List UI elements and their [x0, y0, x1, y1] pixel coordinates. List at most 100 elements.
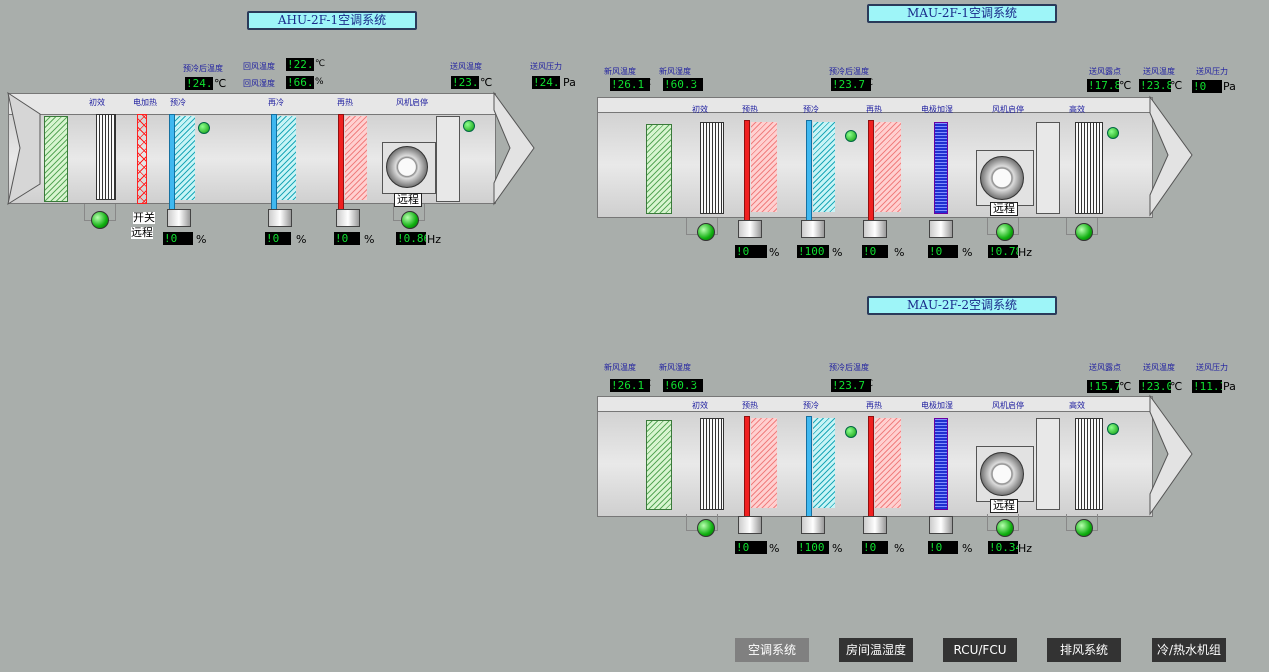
mau2-precool-temp-value: !23.7: [831, 379, 871, 392]
mau2-precool-valve[interactable]: [801, 516, 825, 534]
mau2-fresh-hum-unit: %: [693, 379, 702, 389]
mau2-duct-outlet: [1149, 394, 1193, 516]
mau1-fan-status-lamp[interactable]: [996, 223, 1014, 241]
mau2-freq-value: !0.34: [988, 541, 1018, 554]
mau2-v2-value: !100: [797, 541, 829, 554]
mau2-access-door: [1036, 418, 1060, 510]
mau2-fresh-temp-label: 新风温度: [604, 363, 636, 372]
mau2-fresh-temp-value: !26.1: [610, 379, 650, 392]
ahu-recool-valve[interactable]: [268, 209, 292, 227]
ahu-supply-pres-value: !24.4: [532, 76, 560, 89]
mau2-v4-value: !0: [928, 541, 958, 554]
mau1-fresh-hum-unit: %: [693, 78, 702, 88]
ahu-supply-temp-unit: ℃: [480, 76, 493, 89]
mau1-fresh-temp-label: 新风温度: [604, 67, 636, 76]
ahu-valve2-value: !0: [265, 232, 291, 245]
mau2-precool-temp-unit: ℃: [863, 379, 874, 389]
mau2-humidifier: [934, 418, 948, 510]
mau1-supply-temp-value: !23.8: [1139, 79, 1171, 92]
mau1-humid-valve[interactable]: [929, 220, 953, 238]
mau1-preheat-valve[interactable]: [738, 220, 762, 238]
mau1-supply-pres-label: 送风压力: [1196, 67, 1228, 76]
fan-icon: [980, 156, 1024, 200]
mau1-v3-value: !0: [862, 245, 888, 258]
mau2-reheat-valve[interactable]: [863, 516, 887, 534]
mau1-fresh-air-damper: [646, 124, 672, 214]
ahu-label-precool: 预冷: [170, 98, 186, 107]
mau2-dew-label: 送风露点: [1089, 363, 1121, 372]
nav-rcu-fcu[interactable]: RCU/FCU: [943, 638, 1017, 662]
mau1-precool-temp-unit: ℃: [863, 78, 874, 88]
ahu-supply-pres-unit: Pa: [563, 76, 576, 89]
mau1-precool-coil: [813, 122, 835, 212]
mau1-label-preheat: 预热: [742, 105, 758, 114]
ahu-electric-heater: [137, 114, 147, 204]
ahu-valve1-unit: %: [196, 233, 207, 246]
fan-icon: [980, 452, 1024, 496]
ahu-reheat-coil: [345, 116, 367, 200]
mau1-label-humid: 电极加湿: [921, 105, 953, 114]
ahu-valve1-value: !0: [163, 232, 193, 245]
mau2-high-filter-lamp[interactable]: [1075, 519, 1093, 537]
nav-chiller-boiler[interactable]: 冷/热水机组: [1152, 638, 1226, 662]
ahu-recool-pipe: [271, 114, 277, 216]
ahu-fresh-damper-status-lamp[interactable]: [91, 211, 109, 229]
mau1-label-fan: 风机启停: [992, 105, 1024, 114]
ahu-freq-unit: Hz: [427, 233, 442, 246]
mau2-reheat-coil: [875, 418, 901, 508]
mau1-v1-value: !0: [735, 245, 767, 258]
mau2-v4-unit: %: [962, 542, 973, 555]
mau2-preheat-valve[interactable]: [738, 516, 762, 534]
ahu-fan-remote: 远程: [394, 193, 422, 207]
ahu-precool-valve[interactable]: [167, 209, 191, 227]
ahu-return-hum-value: !66.5: [286, 76, 314, 89]
mau1-v2-value: !100: [797, 245, 829, 258]
ahu-valve3-unit: %: [364, 233, 375, 246]
mau2-damper-status-lamp[interactable]: [697, 519, 715, 537]
ahu-return-temp-value: !22.0: [286, 58, 314, 71]
mau1-access-door: [1036, 122, 1060, 214]
mau1-precool-temp-label: 预冷后温度: [829, 67, 869, 76]
mau1-reheat-coil: [875, 122, 901, 212]
nav-room-temp-humidity[interactable]: 房间温湿度: [839, 638, 913, 662]
mau2-precool-indicator: [845, 426, 857, 438]
mau1-v2-unit: %: [832, 246, 843, 259]
mau2-v3-value: !0: [862, 541, 888, 554]
ahu-reheat-valve[interactable]: [336, 209, 360, 227]
ahu-fan-status-lamp[interactable]: [401, 211, 419, 229]
mau2-dew-unit: ℃: [1119, 380, 1132, 393]
mau2-label-fan: 风机启停: [992, 401, 1024, 410]
ahu-duct-outlet: [493, 91, 535, 206]
nav-hvac-system[interactable]: 空调系统: [735, 638, 809, 662]
mau2-reheat-pipe: [868, 416, 874, 528]
mau1-fresh-temp-unit: ℃: [641, 78, 652, 88]
mau2-precool-pipe: [806, 416, 812, 528]
mau1-preheat-coil: [751, 122, 777, 212]
mau1-dew-value: !17.8: [1087, 79, 1119, 92]
mau1-fresh-hum-value: !60.3: [663, 78, 703, 91]
ahu-reheat-pipe: [338, 114, 344, 216]
mau2-primary-filter: [700, 418, 724, 510]
mau1-supply-temp-unit: ℃: [1170, 79, 1183, 92]
mau1-precool-valve[interactable]: [801, 220, 825, 238]
ahu-return-hum-unit: %: [315, 77, 324, 87]
ahu-primary-filter: [96, 114, 116, 200]
nav-exhaust-system[interactable]: 排风系统: [1047, 638, 1121, 662]
mau2-high-filter: [1075, 418, 1103, 510]
mau2-humid-valve[interactable]: [929, 516, 953, 534]
mau2-label-high: 高效: [1069, 401, 1085, 410]
mau1-freq-value: !0.78: [988, 245, 1018, 258]
mau2-supply-temp-value: !23.0: [1139, 380, 1171, 393]
mau1-reheat-valve[interactable]: [863, 220, 887, 238]
mau1-damper-status-lamp[interactable]: [697, 223, 715, 241]
mau2-fan-status-lamp[interactable]: [996, 519, 1014, 537]
mau1-high-filter-lamp[interactable]: [1075, 223, 1093, 241]
mau1-precool-pipe: [806, 120, 812, 232]
ahu-valve2-unit: %: [296, 233, 307, 246]
ahu-precool-temp-unit: ℃: [214, 77, 227, 90]
fan-icon: [386, 146, 428, 188]
mau2-title: MAU-2F-2空调系统: [867, 296, 1057, 315]
ahu-return-temp-label: 回风温度: [243, 62, 275, 71]
mau1-supply-pres-value: !0: [1192, 80, 1222, 93]
ahu-precool-temp-value: !24.1: [185, 77, 213, 90]
